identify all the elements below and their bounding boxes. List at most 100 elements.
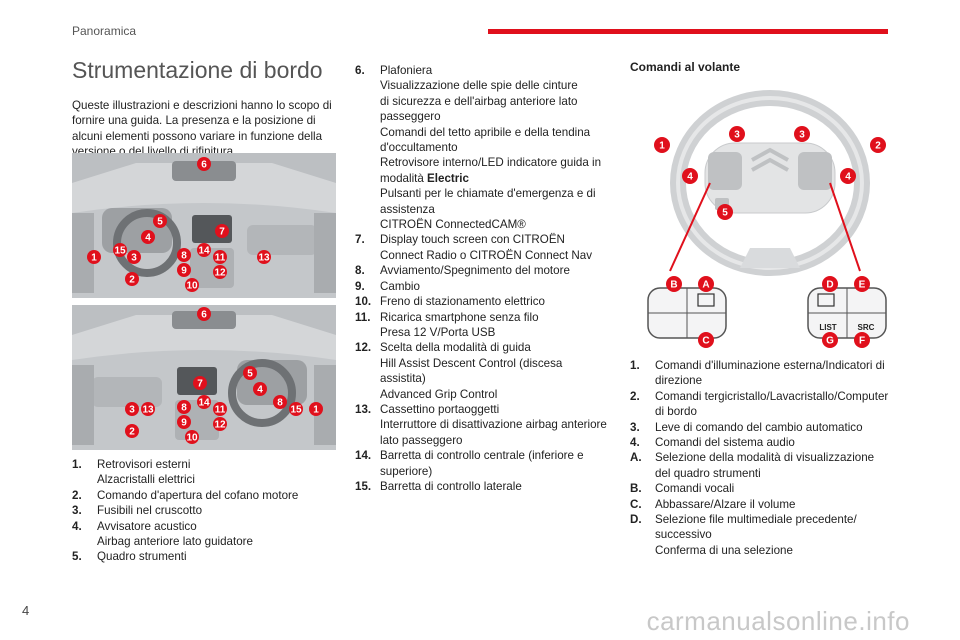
svg-text:A: A [702, 280, 709, 291]
legend-line: Freno di stazionamento elettrico [380, 295, 545, 309]
legend-line: Avviamento/Spegnimento del motore [380, 264, 570, 278]
legend-line: Comandi vocali [655, 482, 735, 496]
legend-item-text: Comandi tergicristallo/Lavacristallo/Com… [655, 389, 900, 420]
dashboard-illustration-rhd: 6 5 7 4 8 15 1 3 13 2 8 14 9 11 12 10 [72, 305, 336, 450]
legend-line: CITROËN ConnectedCAM® [380, 218, 526, 232]
legend-line: assistenza [380, 202, 435, 216]
svg-text:8: 8 [277, 398, 283, 409]
svg-text:3: 3 [799, 130, 805, 141]
legend-item: 4.Comandi del sistema audio [630, 435, 900, 450]
legend-line: del quadro strumenti [655, 466, 761, 480]
svg-text:1: 1 [91, 253, 97, 264]
legend-line: Abbassare/Alzare il volume [655, 497, 796, 511]
svg-text:6: 6 [201, 310, 207, 321]
svg-text:11: 11 [215, 405, 226, 416]
legend-item-number: C. [630, 497, 642, 511]
legend-line: d'occultamento [380, 141, 458, 155]
svg-text:7: 7 [197, 379, 203, 390]
legend-line: Interruttore di disattivazione airbag an… [380, 418, 607, 432]
steering-controls-title: Comandi al volante [630, 60, 741, 74]
legend-line: Retrovisore interno/LED indicatore guida… [380, 156, 602, 170]
svg-text:4: 4 [145, 233, 151, 244]
dashboard-illustration-lhd: 6 5 7 4 15 3 1 2 8 14 9 11 12 10 13 [72, 153, 336, 298]
legend-item-number: 1. [72, 458, 82, 471]
legend-item: 10. Freno di stazionamento elettrico [355, 294, 623, 309]
legend-line: Hill Assist Descent Control (discesa [380, 356, 563, 370]
svg-text:3: 3 [734, 130, 740, 141]
legend-line: Fusibili nel cruscotto [97, 504, 203, 518]
svg-text:F: F [859, 336, 865, 347]
legend-item-text: Freno di stazionamento elettrico [380, 294, 623, 309]
callout-badges-top: 6 5 7 4 15 3 1 2 8 14 9 11 12 10 13 [87, 157, 271, 292]
legend-line: Selezione della modalità di visualizzazi… [655, 451, 875, 465]
svg-text:E: E [859, 280, 866, 291]
legend-item-number: 5. [72, 550, 82, 564]
legend-item: D.Selezione file multimediale precedente… [630, 512, 900, 558]
svg-text:G: G [826, 336, 834, 347]
legend-line-text: modalità [380, 171, 428, 185]
legend-line: direzione [655, 374, 703, 388]
svg-text:1: 1 [659, 141, 665, 152]
legend-line: Cambio [380, 279, 420, 293]
legend-line: Leve di comando del cambio automatico [655, 420, 863, 434]
legend-line: Conferma di una selezione [655, 543, 793, 557]
legend-item: C. Abbassare/Alzare il volume [630, 497, 900, 512]
page-number: 4 [22, 603, 30, 618]
svg-text:2: 2 [129, 427, 135, 438]
legend-item-number: 9. [355, 279, 365, 293]
legend-item: 15.Barretta di controllo laterale [355, 479, 623, 494]
legend-item-number: 15. [355, 479, 372, 493]
legend-line: Connect Radio o CITROËN Connect Nav [380, 248, 592, 262]
header-accent-bar [488, 29, 888, 34]
legend-item-text: Abbassare/Alzare il volume [655, 497, 900, 512]
svg-text:B: B [670, 280, 677, 291]
legend-item-number: 8. [355, 264, 365, 278]
legend-item-number: 3. [72, 504, 82, 518]
legend-line: di bordo [655, 405, 697, 419]
legend-line: lato passeggero [380, 433, 463, 447]
svg-text:14: 14 [198, 398, 210, 409]
legend-line: passeggero [380, 110, 441, 124]
svg-text:5: 5 [722, 208, 728, 219]
legend-item: B. Comandi vocali [630, 481, 900, 496]
legend-line: Barretta di controllo centrale (inferior… [380, 449, 584, 463]
legend-item-number: A. [630, 451, 642, 465]
legend-item-text: Comando d'apertura del cofano motore [97, 488, 340, 503]
legend-item-text: Leve di comando del cambio automatico [655, 420, 900, 435]
svg-text:13: 13 [258, 253, 270, 264]
legend-item-number: 14. [355, 449, 372, 463]
legend-line: Cassettino portaoggetti [380, 402, 500, 416]
legend-line: Retrovisori esterni [97, 458, 191, 471]
legend-item-text: Cambio [380, 279, 623, 294]
svg-text:8: 8 [181, 403, 187, 414]
svg-text:13: 13 [142, 405, 154, 416]
legend-item-number: 10. [355, 295, 372, 309]
svg-text:4: 4 [687, 172, 693, 183]
svg-text:1: 1 [313, 405, 319, 416]
svg-text:12: 12 [214, 268, 226, 279]
legend-line: Comandi tergicristallo/Lavacristallo/Com… [655, 389, 889, 403]
legend-line: Ricarica smartphone senza filo [380, 310, 539, 324]
svg-text:5: 5 [247, 369, 253, 380]
legend-item-text: Selezione file multimediale precedente/s… [655, 512, 900, 558]
svg-text:9: 9 [181, 266, 187, 277]
svg-text:7: 7 [219, 227, 225, 238]
svg-text:3: 3 [129, 405, 135, 416]
legend-item: 2.Comandi tergicristallo/Lavacristallo/C… [630, 389, 900, 420]
svg-text:10: 10 [186, 433, 198, 444]
legend-line: Comandi d'illuminazione esterna/Indicato… [655, 359, 885, 372]
legend-item-number: 13. [355, 402, 372, 416]
legend-item: A. Selezione della modalità di visualizza… [630, 450, 900, 481]
legend-item-text: Avviamento/Spegnimento del motore [380, 263, 623, 278]
legend-line: Advanced Grip Control [380, 387, 498, 401]
legend-item-text: Comandi vocali [655, 481, 900, 496]
legend-line: Comando d'apertura del cofano motore [97, 488, 299, 502]
legend-item-number: B. [630, 482, 642, 496]
